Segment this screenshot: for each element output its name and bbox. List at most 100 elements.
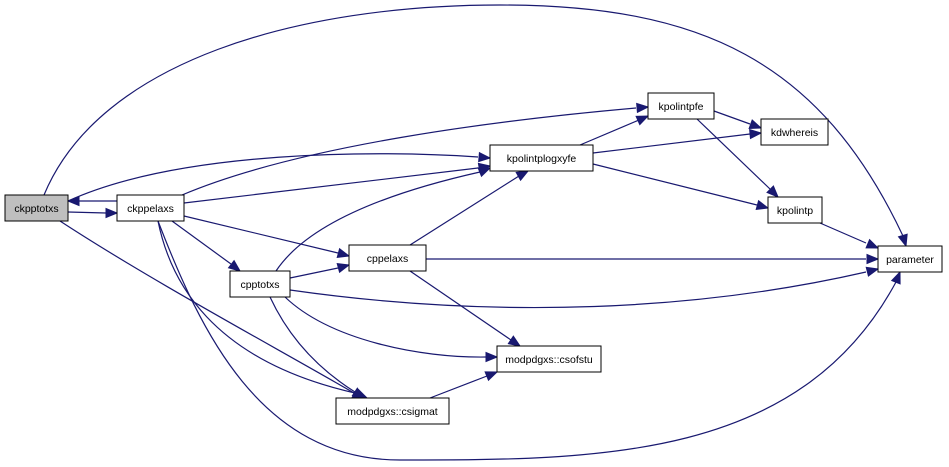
edge-line: [157, 220, 356, 394]
node-box: [647, 92, 715, 120]
edge-ckpptotxs-to-parameter: [43, 4, 908, 248]
edge-arrowhead: [866, 253, 880, 265]
edge-line: [275, 171, 481, 272]
edge-line: [592, 163, 758, 206]
node-box: [767, 196, 823, 224]
edge-line: [157, 220, 897, 461]
edge-arrowhead: [351, 387, 366, 399]
edge-line: [59, 220, 355, 394]
node-box: [877, 245, 943, 273]
edge-line: [409, 270, 512, 341]
edge-line: [183, 215, 339, 254]
node-label: kpolintplogxyfe: [507, 153, 577, 165]
edge-cpptotxs-to-parameter: [289, 266, 880, 309]
node-box: [348, 244, 427, 272]
node-label: parameter: [886, 254, 934, 266]
edge-arrowhead: [485, 351, 499, 363]
edge-kpolintplogxyfe-to-kpolintp: [592, 163, 770, 211]
edge-line: [289, 267, 339, 279]
edge-line: [183, 167, 479, 204]
nodes-layer: ckpptotxs ckppelaxs cpptotxs cppelaxs kpolin…: [4, 92, 943, 425]
node-box: [496, 345, 602, 373]
edge-kpolintpfe-to-kdwhereis: [713, 110, 763, 129]
node-label: modpdgxs::csofstu: [505, 354, 593, 366]
edge-line: [284, 296, 487, 358]
node-box: [4, 194, 69, 222]
edge-kpolintpfe-to-kpolintp: [696, 118, 779, 198]
edge-line: [409, 175, 520, 246]
node-box: [335, 397, 450, 425]
node-cpptotxs[interactable]: cpptotxs: [229, 270, 291, 298]
edge-arrowhead: [749, 128, 763, 140]
edge-arrowhead: [897, 233, 908, 248]
edges-layer: [43, 4, 908, 461]
edge-arrowhead: [336, 262, 351, 274]
edge-arrowhead: [478, 151, 492, 163]
edge-arrowhead: [336, 247, 351, 259]
node-box: [116, 194, 185, 222]
edge-kpolintplogxyfe-to-kpolintpfe: [579, 115, 650, 146]
edge-ckpptotxs-to-kpolintplogxyfe: [67, 151, 492, 202]
node-kpolintplogxyfe[interactable]: kpolintplogxyfe: [489, 144, 594, 172]
edge-line: [43, 4, 904, 237]
edge-line: [67, 153, 479, 202]
edge-line: [696, 118, 771, 190]
edge-line: [67, 211, 107, 214]
edge-line: [819, 222, 867, 244]
edge-line: [181, 107, 637, 196]
node-box: [760, 118, 829, 146]
edge-cppelaxs-to-csofstu: [409, 270, 522, 347]
edge-arrowhead: [865, 266, 880, 277]
edge-line: [171, 220, 232, 265]
edge-line: [289, 271, 867, 309]
node-label: modpdgxs::csigmat: [347, 406, 438, 418]
node-ckppelaxs[interactable]: ckppelaxs: [116, 194, 185, 222]
edge-cppelaxs-to-parameter: [426, 253, 880, 265]
edge-arrowhead: [227, 259, 242, 272]
edge-csigmat-to-csofstu: [429, 371, 499, 399]
node-ckpptotxs[interactable]: ckpptotxs: [4, 194, 69, 222]
edge-arrowhead: [766, 185, 779, 198]
node-kpolintpfe[interactable]: kpolintpfe: [647, 92, 715, 120]
edge-arrowhead: [890, 270, 901, 285]
edge-arrowhead: [515, 170, 530, 182]
edge-line: [269, 296, 356, 393]
node-parameter[interactable]: parameter: [877, 245, 943, 273]
edge-cpptotxs-to-csigmat: [269, 296, 366, 399]
node-label: cppelaxs: [367, 253, 408, 265]
node-cppelaxs[interactable]: cppelaxs: [348, 244, 427, 272]
edge-kpolintp-to-parameter: [819, 222, 880, 249]
edge-arrowhead: [477, 167, 492, 178]
edge-ckpptotxs-to-ckppelaxs: [67, 207, 119, 219]
edge-cpptotxs-to-csofstu: [284, 296, 499, 363]
edge-cppelaxs-to-kpolintplogxyfe: [409, 170, 530, 246]
node-kdwhereis[interactable]: kdwhereis: [760, 118, 829, 146]
node-label: ckppelaxs: [127, 203, 174, 215]
edge-ckppelaxs-to-kpolintplogxyfe: [183, 162, 492, 204]
edge-ckppelaxs-to-cppelaxs: [183, 215, 351, 259]
edge-line: [579, 119, 640, 146]
edge-arrowhead: [755, 199, 770, 211]
edge-ckppelaxs-to-ckpptotxs: [66, 195, 117, 207]
edge-line: [429, 375, 488, 399]
edge-cpptotxs-to-kpolintplogxyfe: [275, 167, 492, 272]
node-label: kdwhereis: [771, 127, 818, 139]
node-label: kpolintpfe: [659, 101, 704, 113]
node-label: kpolintp: [777, 205, 813, 217]
edge-line: [592, 133, 751, 154]
edge-arrowhead: [105, 207, 119, 219]
edge-arrowhead: [748, 119, 763, 129]
edge-ckppelaxs-to-parameter: [157, 220, 901, 461]
edge-arrowhead: [865, 238, 880, 249]
edge-arrowhead: [636, 102, 650, 114]
node-label: ckpptotxs: [14, 203, 58, 215]
edge-arrowhead: [484, 371, 499, 382]
edge-kpolintplogxyfe-to-kdwhereis: [592, 128, 763, 154]
node-csigmat[interactable]: modpdgxs::csigmat: [335, 397, 450, 425]
edge-arrowhead: [507, 335, 522, 347]
node-kpolintp[interactable]: kpolintp: [767, 196, 823, 224]
node-csofstu[interactable]: modpdgxs::csofstu: [496, 345, 602, 373]
node-box: [229, 270, 291, 298]
edge-cpptotxs-to-cppelaxs: [289, 262, 351, 279]
